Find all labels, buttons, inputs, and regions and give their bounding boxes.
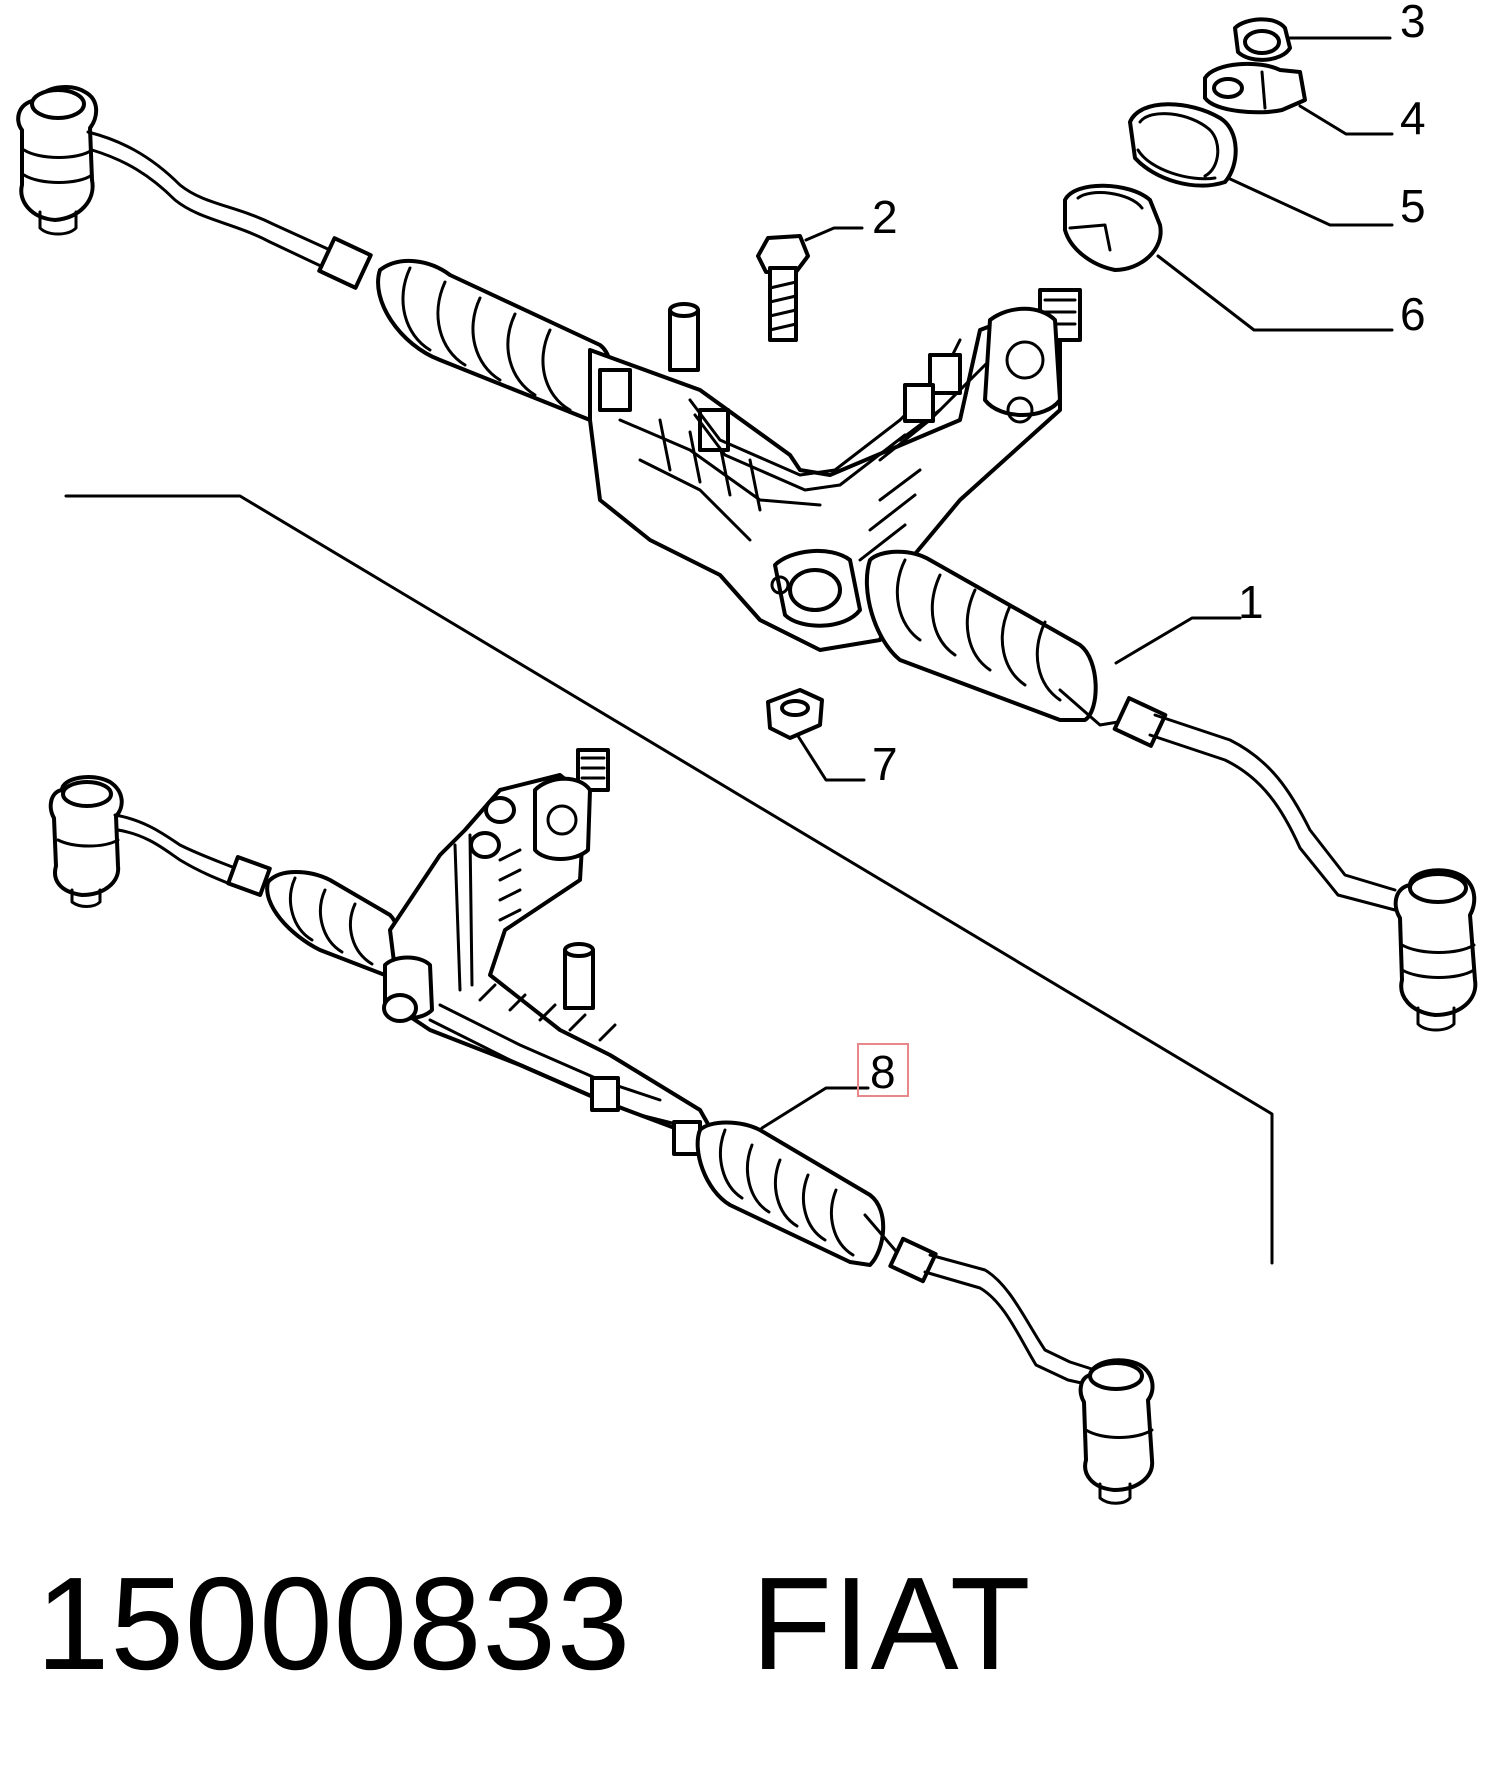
lower-left-tie-rod-end	[48, 774, 124, 908]
leader-line-6	[1156, 254, 1394, 332]
lower-right-boot	[695, 1120, 907, 1267]
lower-left-tie-rod	[113, 813, 262, 874]
upper-left-boot	[376, 258, 614, 422]
leader-line-5	[1226, 176, 1394, 227]
callout-4: 4	[1400, 92, 1426, 144]
nut-part-7	[766, 688, 824, 740]
callout-1: 1	[1238, 576, 1264, 628]
bolt-part-2	[756, 234, 810, 342]
bush-part-3	[1233, 17, 1292, 62]
lower-rack-housing	[382, 748, 722, 1156]
ring-part-5	[1128, 102, 1238, 188]
part-caption: 15000833 FIAT	[36, 1548, 1031, 1699]
upper-right-tie-rod-end	[1393, 868, 1478, 1032]
leader-line-4	[1298, 104, 1394, 136]
brand-name: FIAT	[751, 1550, 1032, 1697]
clamp-part-4	[1203, 61, 1307, 115]
upper-left-tie-rod	[86, 130, 332, 252]
upper-right-boot	[864, 549, 1132, 727]
lower-steering-rack	[48, 748, 1155, 1505]
upper-left-tie-rod-end	[16, 84, 99, 236]
callout-6: 6	[1400, 288, 1426, 340]
callout-8-highlight-box	[857, 1043, 909, 1097]
part-number: 15000833	[36, 1550, 632, 1697]
lower-right-tie-rod	[928, 1253, 1097, 1372]
upper-rack-housing	[588, 288, 1082, 652]
leader-line-8	[760, 1086, 870, 1130]
leader-line-1	[1114, 616, 1242, 665]
leader-line-7	[796, 734, 866, 782]
upper-right-tie-rod	[1153, 713, 1397, 892]
upper-steering-rack	[16, 84, 1478, 1032]
callout-labels: 1 2 3 4 5 6 7 8	[870, 0, 1426, 1098]
callout-7: 7	[872, 738, 898, 790]
callout-2: 2	[872, 191, 898, 243]
lower-left-boot	[265, 870, 402, 977]
callout-5: 5	[1400, 180, 1426, 232]
lower-right-tie-rod-end	[1078, 1358, 1155, 1505]
leader-lines	[760, 36, 1394, 1130]
callout-8: 8	[870, 1046, 896, 1098]
collar-part-6	[1063, 183, 1163, 272]
callout-3: 3	[1400, 0, 1426, 47]
assembly-divider-line	[64, 494, 1274, 1265]
leader-line-2	[804, 226, 864, 242]
